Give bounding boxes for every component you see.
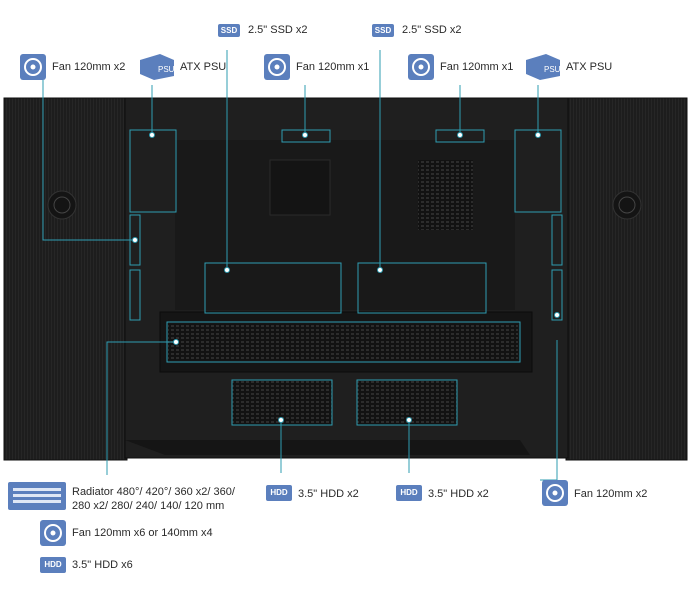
svg-text:PSU: PSU [544, 65, 560, 74]
hdd-cage-right [357, 380, 457, 425]
radiator-mesh [168, 324, 518, 360]
hdd-center-right-label: 3.5" HDD x2 [428, 488, 489, 500]
fan-icon [264, 54, 290, 80]
fan-top-left-label: Fan 120mm x2 [52, 61, 126, 73]
hdd-icon: HDD [266, 485, 292, 501]
left-side-panel [3, 97, 128, 461]
fan-icon [408, 54, 434, 80]
fan-center-left-label: Fan 120mm x1 [296, 61, 370, 73]
fan-bottom-left-label: Fan 120mm x6 or 140mm x4 [72, 527, 213, 539]
right-power-button [612, 190, 642, 220]
svg-text:PSU: PSU [158, 65, 174, 74]
left-power-button [47, 190, 77, 220]
ssd-icon: SSD [218, 24, 240, 37]
ssd-right-label: 2.5" SSD x2 [402, 24, 462, 36]
psu-left-label: ATX PSU [180, 61, 227, 73]
hdd-icon: HDD [40, 557, 66, 573]
ssd-left-label: 2.5" SSD x2 [248, 24, 308, 36]
radiator-label-line2: 280 x2/ 280/ 240/ 140/ 120 mm [72, 500, 225, 512]
hdd-center-left-label: 3.5" HDD x2 [298, 488, 359, 500]
fan-icon [40, 520, 66, 546]
psu-right-label: ATX PSU [566, 61, 613, 73]
hdd-icon: HDD [396, 485, 422, 501]
radiator-icon [8, 482, 66, 510]
fan-icon [20, 54, 46, 80]
psu-icon: PSU [140, 54, 174, 80]
hdd-bottom-left-label: 3.5" HDD x6 [72, 559, 133, 571]
fan-center-right-label: Fan 120mm x1 [440, 61, 514, 73]
right-side-panel [565, 97, 688, 461]
fan-bottom-right-label: Fan 120mm x2 [574, 488, 648, 500]
ssd-icon: SSD [372, 24, 394, 37]
fan-icon [542, 480, 568, 506]
psu-icon: PSU [526, 54, 560, 80]
radiator-label-line1: Radiator 480°/ 420°/ 360 x2/ 360/ [72, 486, 235, 498]
